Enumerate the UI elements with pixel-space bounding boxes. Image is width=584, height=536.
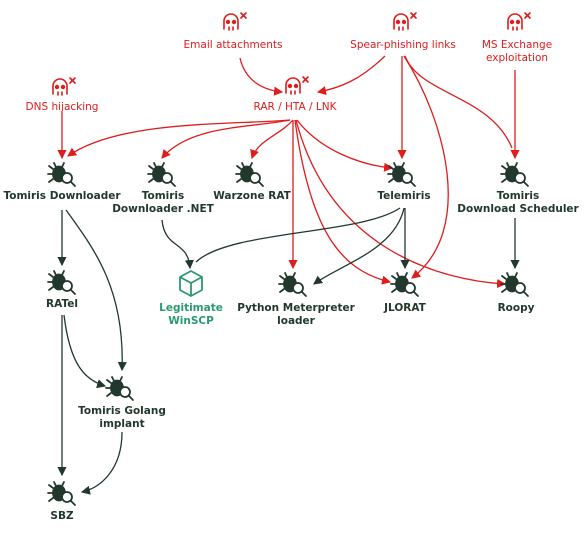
edge-spear-to-scheduler bbox=[404, 55, 513, 149]
edge-rar-to-jlorat bbox=[294, 119, 392, 285]
edge-rar-to-downloader bbox=[67, 119, 291, 157]
node-download-scheduler-line1: Tomiris bbox=[496, 190, 540, 202]
bug-magnifier-icon bbox=[47, 162, 76, 187]
node-golang-implant: Tomiris Golang implant bbox=[78, 405, 166, 431]
node-downloader-net-line1: Tomiris bbox=[141, 190, 185, 202]
edge-email-to-rar bbox=[239, 57, 284, 96]
node-ratel: RATel bbox=[46, 298, 78, 310]
node-golang-line2: implant bbox=[99, 418, 145, 430]
bug-magnifier-icon bbox=[147, 162, 176, 187]
box-icon bbox=[179, 270, 203, 297]
edge-downloader-net-to-winscp bbox=[161, 219, 194, 270]
edge-golang-to-sbz bbox=[80, 431, 123, 495]
bug-magnifier-icon bbox=[500, 162, 529, 187]
vector-ms-exchange: MS Exchange exploitation bbox=[482, 39, 552, 65]
vector-rar-hta-lnk: RAR / HTA / LNK bbox=[253, 101, 337, 113]
edge-ratel-to-golang bbox=[63, 314, 107, 389]
skull-x-icon bbox=[223, 12, 247, 31]
node-jlorat: JLORAT bbox=[384, 302, 426, 314]
node-winscp-line2: WinSCP bbox=[168, 315, 214, 327]
node-tomiris-downloader: Tomiris Downloader bbox=[3, 190, 121, 202]
bug-magnifier-icon bbox=[390, 272, 419, 297]
node-warzone-rat: Warzone RAT bbox=[213, 190, 291, 202]
bug-magnifier-icon bbox=[278, 272, 307, 297]
skull-x-icon bbox=[507, 12, 531, 31]
vector-ms-exchange-line1: MS Exchange bbox=[481, 39, 553, 51]
edge-rar-to-telemiris bbox=[296, 119, 394, 172]
edge-spear-to-rar bbox=[316, 55, 386, 96]
payload-edges bbox=[57, 207, 520, 495]
edge-spear-to-jlorat bbox=[403, 55, 449, 279]
edge-rar-to-downloader-net bbox=[161, 119, 291, 159]
skull-x-icon bbox=[285, 76, 309, 95]
bug-magnifier-icon bbox=[47, 481, 76, 506]
node-downloader-net: Tomiris Downloader .NET bbox=[112, 190, 214, 216]
node-python-meterpreter-line2: loader bbox=[277, 315, 315, 327]
edge-rar-to-roopy bbox=[295, 119, 507, 289]
bug-magnifier-icon bbox=[235, 162, 264, 187]
skull-x-icon bbox=[393, 12, 417, 31]
vector-spear-phishing: Spear-phishing links bbox=[350, 39, 456, 51]
node-golang-line1: Tomiris Golang bbox=[78, 405, 166, 417]
vector-dns-hijacking: DNS hijacking bbox=[25, 101, 99, 113]
skull-x-icon bbox=[52, 77, 76, 96]
node-downloader-net-line2: Downloader .NET bbox=[112, 203, 214, 215]
edge-rar-to-warzone bbox=[250, 119, 294, 160]
node-legitimate-winscp: Legitimate WinSCP bbox=[159, 302, 223, 328]
node-roopy: Roopy bbox=[497, 302, 535, 314]
node-python-meterpreter-line1: Python Meterpreter bbox=[237, 302, 355, 314]
node-download-scheduler-line2: Download Scheduler bbox=[457, 203, 579, 215]
bug-magnifier-icon bbox=[500, 272, 529, 297]
bug-magnifier-icon bbox=[47, 270, 76, 295]
node-python-meterpreter: Python Meterpreter loader bbox=[237, 302, 355, 328]
bug-magnifier-icon bbox=[105, 376, 134, 401]
edge-telemiris-to-winscp bbox=[195, 207, 401, 263]
node-sbz: SBZ bbox=[50, 510, 74, 522]
node-winscp-line1: Legitimate bbox=[159, 302, 223, 314]
node-download-scheduler: Tomiris Download Scheduler bbox=[457, 190, 578, 216]
vector-ms-exchange-line2: exploitation bbox=[485, 52, 549, 64]
edge-telemiris-to-python bbox=[313, 207, 405, 285]
vector-email-attachments: Email attachments bbox=[183, 39, 283, 51]
edge-downloader-to-golang bbox=[65, 209, 127, 372]
attack-edges bbox=[57, 55, 520, 289]
node-telemiris: Telemiris bbox=[377, 190, 431, 202]
bug-magnifier-icon bbox=[387, 162, 416, 187]
